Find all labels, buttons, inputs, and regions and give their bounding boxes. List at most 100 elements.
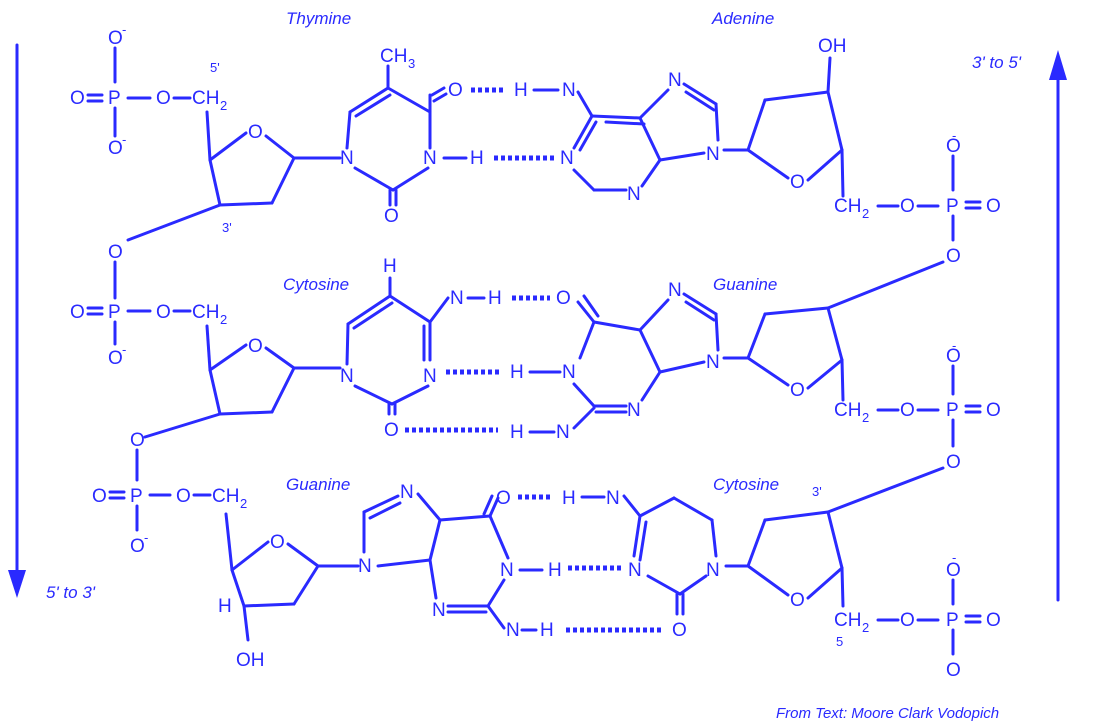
- svg-text:O: O: [156, 88, 171, 109]
- svg-text:O: O: [384, 206, 399, 227]
- svg-text:2: 2: [220, 98, 227, 113]
- right-sugar-3: 3' O CH 2 5 O: [724, 484, 940, 649]
- svg-text:-: -: [144, 530, 148, 545]
- svg-text:O: O: [946, 136, 961, 157]
- base-name-cytosine-left: Cytosine: [283, 275, 349, 294]
- svg-text:OH: OH: [818, 36, 847, 57]
- svg-text:N: N: [423, 366, 437, 387]
- base-name-guanine-left: Guanine: [286, 475, 350, 494]
- svg-text:H: H: [470, 148, 484, 169]
- svg-text:O: O: [70, 88, 85, 109]
- svg-text:O: O: [900, 610, 915, 631]
- svg-text:P: P: [946, 610, 959, 631]
- right-phosphate-3: O - P O O: [946, 550, 1001, 681]
- svg-text:H: H: [218, 596, 232, 617]
- svg-text:H: H: [540, 620, 554, 641]
- cytosine-base-right: H N N N O: [562, 488, 720, 641]
- svg-text:O: O: [448, 80, 463, 101]
- svg-text:O: O: [108, 28, 123, 49]
- thymine-base: N N O CH 3 O H: [340, 46, 484, 227]
- svg-text:2: 2: [862, 206, 869, 221]
- svg-text:N: N: [627, 184, 641, 205]
- left-sugar-3: O H OH: [218, 512, 360, 671]
- svg-text:N: N: [450, 288, 464, 309]
- svg-text:N: N: [358, 556, 372, 577]
- svg-text:CH: CH: [192, 302, 219, 323]
- svg-text:O: O: [900, 196, 915, 217]
- svg-text:OH: OH: [236, 650, 265, 671]
- svg-text:2: 2: [862, 410, 869, 425]
- svg-text:H: H: [514, 80, 528, 101]
- left-strand-arrow: [8, 43, 26, 598]
- svg-text:O: O: [556, 288, 571, 309]
- svg-text:H: H: [548, 560, 562, 581]
- svg-text:O: O: [946, 452, 961, 473]
- base-name-guanine-right: Guanine: [713, 275, 777, 294]
- adenine-base: H N N N N N: [514, 70, 750, 205]
- left-sugar-1: O 3': [126, 110, 342, 242]
- base-name-adenine: Adenine: [711, 9, 774, 28]
- svg-text:H: H: [510, 362, 524, 383]
- svg-text:O: O: [92, 486, 107, 507]
- svg-text:N: N: [706, 144, 720, 165]
- svg-text:O: O: [108, 242, 123, 263]
- base-name-thymine: Thymine: [286, 9, 351, 28]
- left-phosphate-1: O - O P O - O CH 2 5': [70, 22, 227, 159]
- svg-text:O: O: [130, 536, 145, 557]
- svg-text:-: -: [952, 338, 956, 353]
- source-credit: From Text: Moore Clark Vodopich: [776, 705, 999, 722]
- svg-text:O: O: [384, 420, 399, 441]
- svg-text:O: O: [946, 560, 961, 581]
- svg-text:CH: CH: [192, 88, 219, 109]
- svg-text:P: P: [946, 400, 959, 421]
- svg-text:CH: CH: [380, 46, 407, 67]
- right-sugar-1: OH O CH 2 O: [746, 36, 940, 221]
- svg-text:O: O: [946, 246, 961, 267]
- svg-text:O: O: [986, 196, 1001, 217]
- svg-text:-: -: [122, 342, 126, 357]
- svg-text:H: H: [562, 488, 576, 509]
- svg-text:2: 2: [862, 620, 869, 635]
- svg-text:O: O: [790, 380, 805, 401]
- svg-text:O: O: [672, 620, 687, 641]
- svg-text:N: N: [423, 148, 437, 169]
- svg-text:O: O: [130, 430, 145, 451]
- svg-text:-: -: [952, 550, 956, 565]
- svg-text:N: N: [668, 70, 682, 91]
- svg-text:O: O: [900, 400, 915, 421]
- guanine-base-right: O H N N N N H N: [510, 280, 750, 443]
- svg-text:N: N: [500, 560, 514, 581]
- left-phosphate-3: O O P O - O CH 2: [92, 430, 247, 557]
- left-sugar-2: O: [143, 324, 342, 439]
- svg-text:P: P: [108, 88, 121, 109]
- guanine-base-left: N N N N O H N H: [358, 482, 562, 641]
- svg-text:-: -: [122, 22, 126, 37]
- svg-text:5': 5': [210, 60, 220, 75]
- svg-text:N: N: [706, 352, 720, 373]
- svg-text:N: N: [340, 148, 354, 169]
- svg-text:CH: CH: [834, 196, 861, 217]
- svg-text:O: O: [790, 590, 805, 611]
- right-phosphate-1: O - P O O: [826, 128, 1001, 310]
- svg-text:N: N: [340, 366, 354, 387]
- svg-text:O: O: [986, 610, 1001, 631]
- svg-text:5: 5: [836, 634, 843, 649]
- svg-text:O: O: [70, 302, 85, 323]
- svg-text:2: 2: [220, 312, 227, 327]
- svg-text:O: O: [986, 400, 1001, 421]
- left-phosphate-2: O O P O - O CH 2: [70, 242, 227, 369]
- svg-text:O: O: [248, 122, 263, 143]
- svg-text:N: N: [432, 600, 446, 621]
- svg-text:P: P: [130, 486, 143, 507]
- svg-text:N: N: [627, 400, 641, 421]
- svg-text:3': 3': [812, 484, 822, 499]
- svg-text:O: O: [108, 348, 123, 369]
- svg-text:P: P: [108, 302, 121, 323]
- svg-text:H: H: [510, 422, 524, 443]
- right-phosphate-2: O - P O O: [826, 338, 1001, 514]
- right-strand-arrow: [1049, 50, 1067, 602]
- svg-text:N: N: [556, 422, 570, 443]
- svg-text:H: H: [488, 288, 502, 309]
- svg-text:N: N: [400, 482, 414, 503]
